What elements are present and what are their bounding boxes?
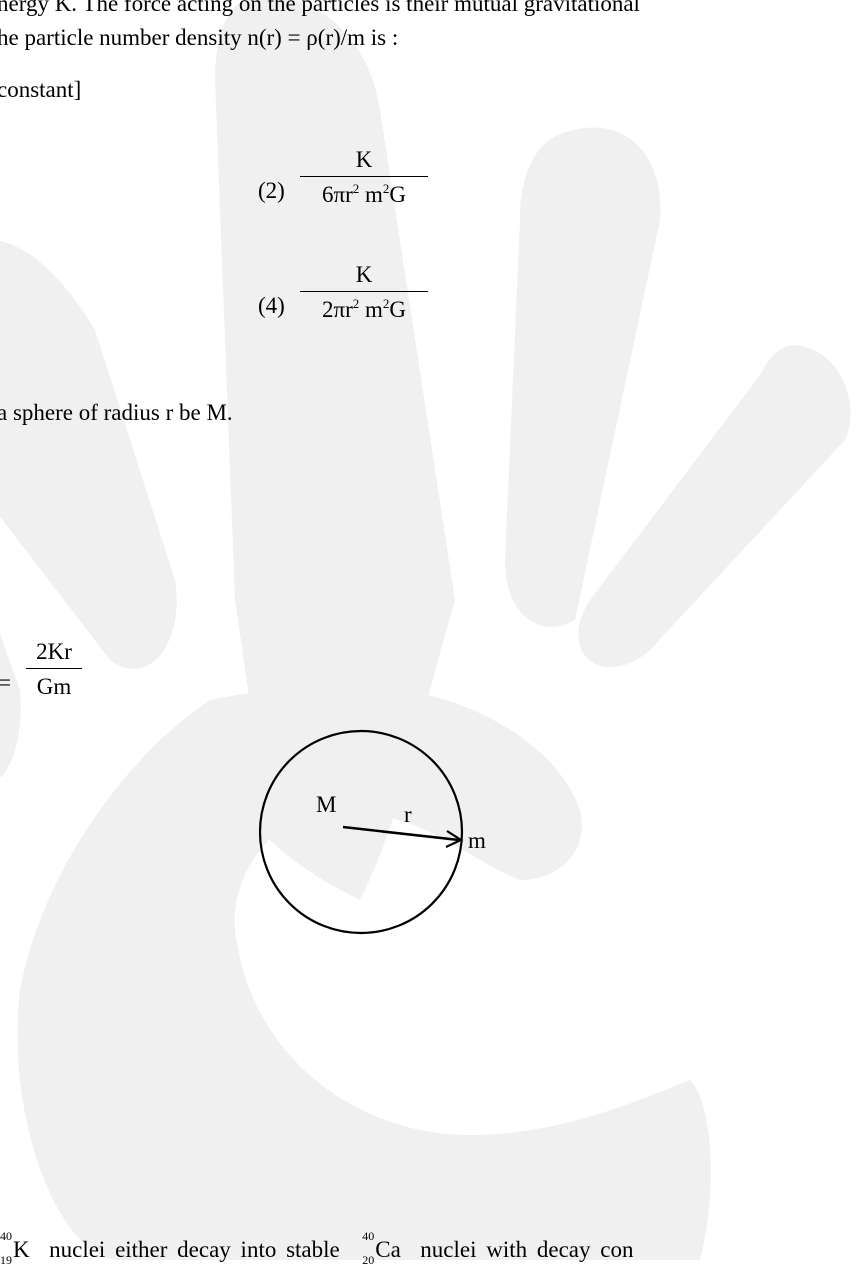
fraction-bar (300, 176, 428, 177)
result-denominator: Gm (36, 674, 72, 699)
question-text-line-2: he particle number density n(r) = ρ(r)/m… (0, 25, 399, 50)
result-numerator: 2Kr (36, 639, 72, 664)
option-4-numerator: K (355, 262, 373, 287)
fraction-bar (300, 291, 428, 292)
equals-sign: = (0, 670, 11, 695)
radius-arrow (342, 825, 460, 842)
option-2-fraction: K 6πr2 m2G (300, 148, 428, 206)
option-2-denominator: 6πr2 m2G (321, 181, 407, 207)
option-4-fraction: K 2πr2 m2G (300, 263, 428, 321)
option-4-label: (4) (258, 293, 285, 318)
arrow-head (445, 830, 464, 848)
label-r: r (404, 802, 412, 827)
option-4-denominator: 2πr2 m2G (321, 296, 407, 322)
question-text-line-1: nergy K. The force acting on the particl… (0, 0, 640, 16)
sphere-circle (258, 729, 464, 935)
sphere-statement: a sphere of radius r be M. (0, 400, 233, 425)
option-2-label: (2) (258, 178, 285, 203)
question-text-line-3: constant] (0, 77, 82, 102)
label-m: m (468, 828, 486, 853)
option-2-numerator: K (355, 147, 373, 172)
result-fraction: 2Kr Gm (26, 640, 82, 698)
fraction-bar (26, 668, 82, 669)
label-M: M (316, 792, 336, 817)
